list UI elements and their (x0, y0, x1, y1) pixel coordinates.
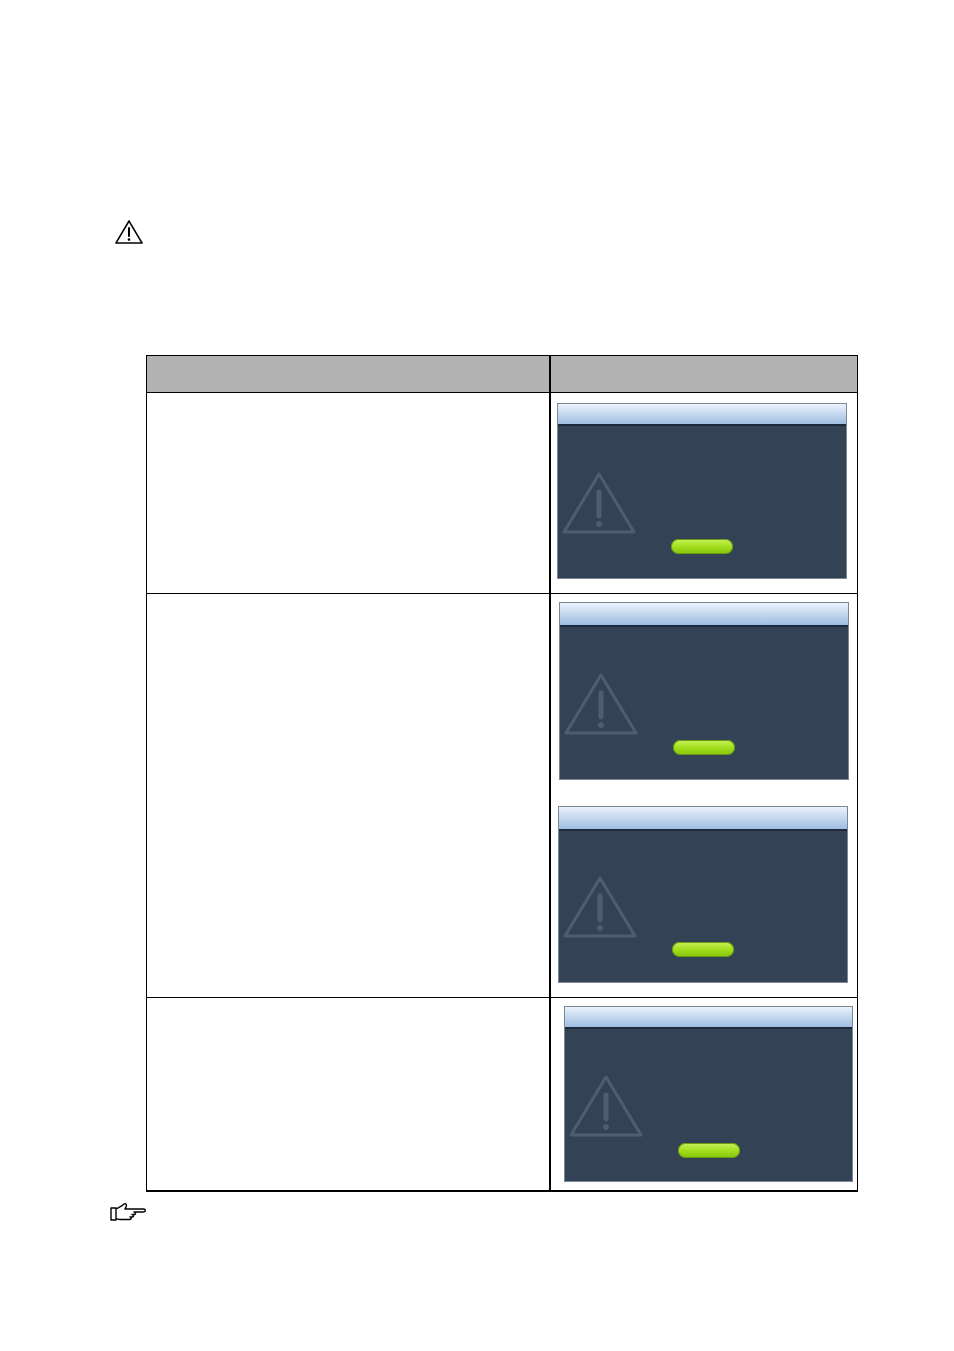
header-message (551, 356, 857, 392)
table-border-top (146, 355, 858, 356)
warning-dialog (559, 602, 849, 780)
table-header (147, 356, 857, 392)
warning-triangle-icon (569, 1075, 643, 1137)
header-description (147, 356, 549, 392)
table-divider (549, 355, 551, 1192)
warning-triangle-icon (562, 472, 636, 534)
caution-warning-icon (115, 220, 143, 244)
ok-button[interactable] (678, 1143, 740, 1158)
warning-triangle-icon (564, 673, 638, 735)
table-rule (146, 593, 858, 594)
pointing-hand-icon (110, 1203, 146, 1221)
warning-dialog (564, 1006, 853, 1182)
warning-dialog (558, 806, 848, 983)
dialog-title (565, 1007, 852, 1029)
ok-button[interactable] (673, 740, 735, 755)
table-rule (146, 997, 858, 998)
table-border-left (146, 355, 147, 1192)
dialog-title (558, 404, 846, 426)
warning-triangle-icon (563, 876, 637, 938)
table-border-bottom (146, 1190, 858, 1192)
ok-button[interactable] (671, 539, 733, 554)
dialog-title (560, 603, 848, 627)
table-border-right (857, 355, 858, 1192)
ok-button[interactable] (672, 942, 734, 957)
dialog-title (559, 807, 847, 831)
table-rule (146, 392, 858, 393)
warning-dialog (557, 403, 847, 579)
